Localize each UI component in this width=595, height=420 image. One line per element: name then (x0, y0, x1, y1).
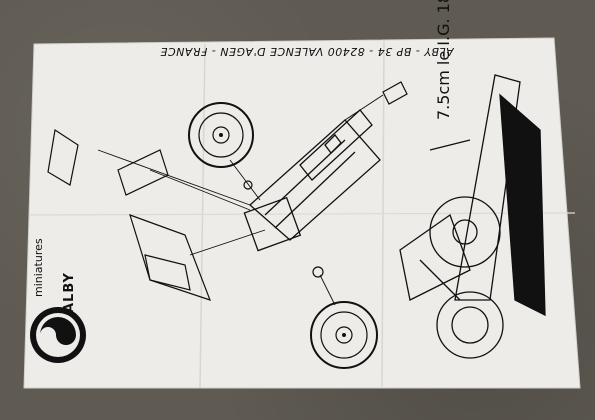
fold-line-vertical-left (199, 43, 206, 389)
brand-subtitle: miniatures (32, 238, 45, 297)
top-wheel-part (188, 102, 254, 168)
fold-line-vertical-right (381, 40, 385, 389)
model-title: 7.5cm le I.G. 18 (434, 0, 453, 120)
alby-logo (30, 307, 86, 363)
assembled-gun-drawing (399, 74, 546, 359)
bottom-wheel-part (310, 301, 378, 369)
small-parts (47, 81, 408, 301)
leader-lines (97, 94, 384, 306)
gun-carriage-drawing (243, 109, 381, 252)
brand-logo-word: ALBY (62, 272, 77, 313)
publisher-address: ALBY - BP 34 - 82400 VALENCE D'AGEN - FR… (160, 45, 454, 58)
fold-line-horizontal (29, 212, 576, 216)
paper-sheet (23, 37, 581, 389)
